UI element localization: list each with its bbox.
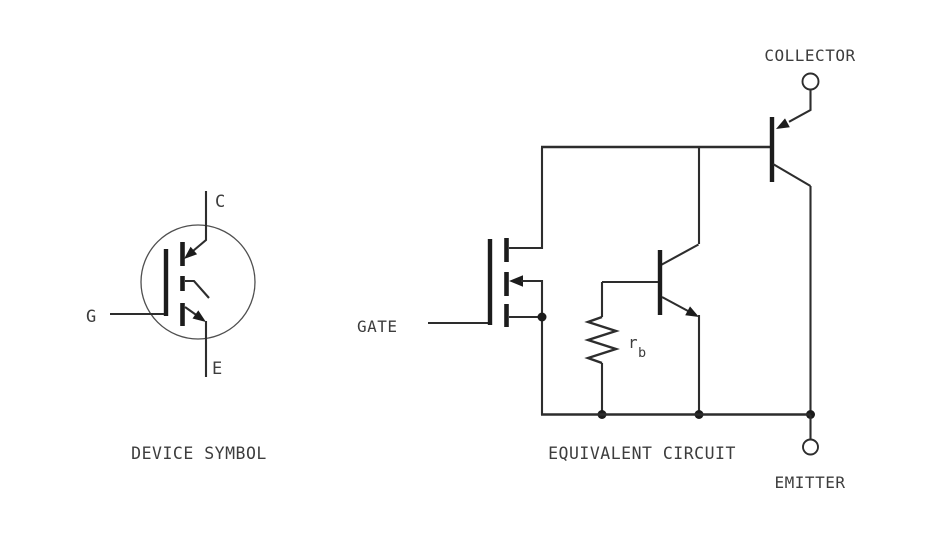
device-symbol: C G E DEVICE SYMBOL (86, 191, 267, 463)
junction-dot (537, 312, 547, 322)
collector-arrowhead-icon (184, 246, 198, 259)
equivalent-circuit-caption: EQUIVALENT CIRCUIT (548, 444, 736, 463)
pnp-emitter-wire (788, 90, 812, 123)
npn-emitter-diagonal (661, 296, 689, 312)
collector-lead (189, 191, 208, 255)
device-symbol-caption: DEVICE SYMBOL (131, 444, 267, 463)
resistor-label-subscript: b (638, 345, 647, 361)
collector-terminal (801, 72, 820, 91)
mosfet-body-arrowhead-icon (509, 275, 523, 287)
gate-terminal-label: GATE (357, 317, 398, 336)
pnp-transistor (769, 72, 820, 419)
emitter-diagonal (184, 306, 198, 317)
symbol-collector-label: C (215, 192, 226, 212)
npn-transistor (602, 147, 704, 419)
emitter-terminal-label: EMITTER (775, 473, 846, 492)
pnp-emitter-arrowhead-icon (776, 118, 790, 129)
collector-terminal-label: COLLECTOR (764, 46, 855, 65)
resistor-label: r (628, 333, 638, 352)
base-stub (185, 279, 210, 299)
mosfet (428, 148, 547, 415)
resistor-zigzag (584, 315, 620, 365)
mosfet-drain-wire (509, 148, 544, 250)
equivalent-circuit: r b GATE COLLECTO (357, 46, 855, 492)
npn-emitter-arrowhead-icon (685, 306, 699, 317)
symbol-gate-label: G (86, 307, 97, 327)
npn-collector-diagonal (660, 243, 700, 266)
pnp-collector-diagonal (772, 163, 812, 187)
device-symbol-circle (140, 224, 256, 340)
emitter-terminal (802, 438, 819, 456)
base-resistor: r b (584, 282, 647, 419)
emitter-arrowhead-icon (192, 310, 206, 322)
symbol-emitter-label: E (212, 359, 223, 379)
